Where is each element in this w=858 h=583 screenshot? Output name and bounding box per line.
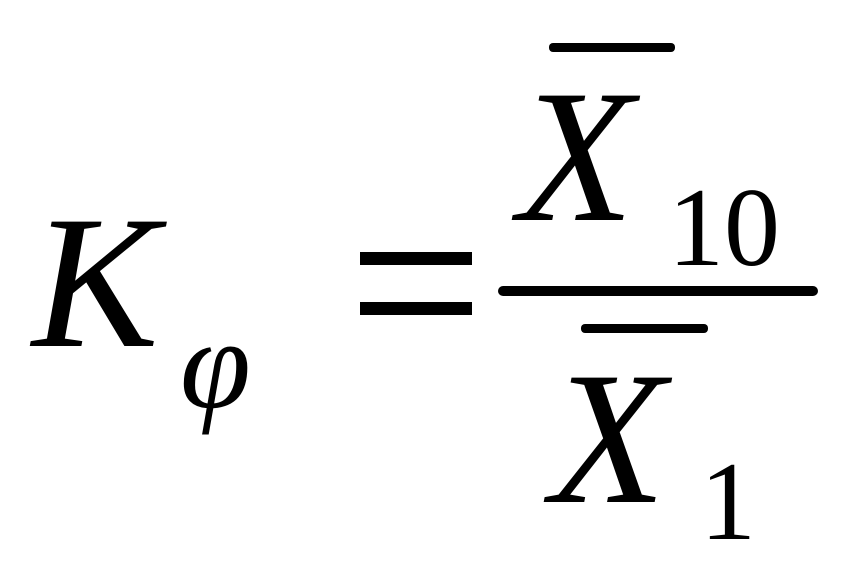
numerator-overline xyxy=(549,43,675,52)
fraction-bar xyxy=(498,286,818,296)
denominator-subscript: 1 xyxy=(700,440,756,564)
denominator-variable: X xyxy=(550,334,667,544)
numerator-variable: X xyxy=(518,52,635,262)
equals-sign-top-bar xyxy=(360,252,472,265)
lhs-variable: K xyxy=(32,178,159,388)
lhs-subscript: φ xyxy=(180,293,251,435)
equals-sign-bottom-bar xyxy=(360,302,472,315)
numerator-subscript: 10 xyxy=(668,166,780,290)
denominator-overline xyxy=(581,324,708,333)
